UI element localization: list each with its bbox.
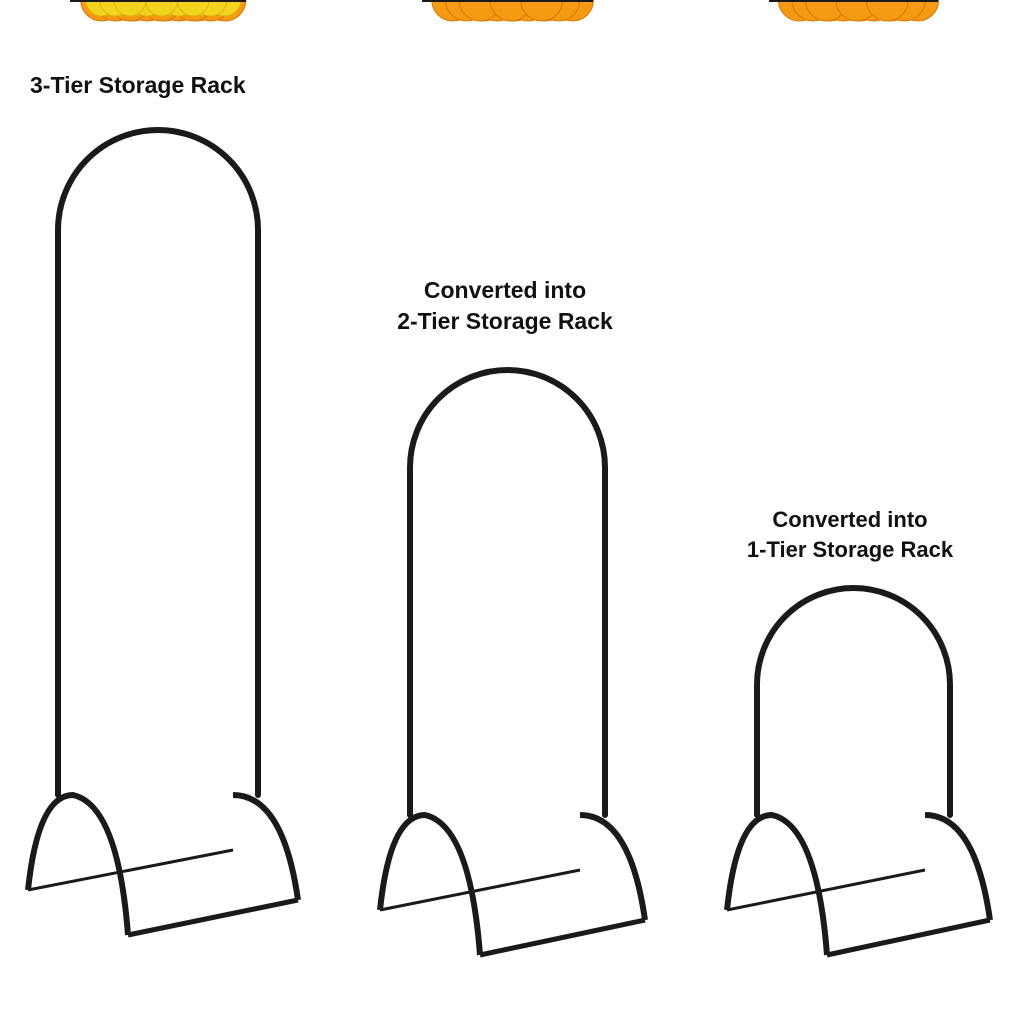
rack-frame — [407, 367, 608, 818]
rack-leg-right — [924, 812, 993, 921]
caption-three-tier: 3-Tier Storage Rack — [30, 70, 246, 101]
wire-basket — [422, 0, 594, 22]
wire-basket — [769, 0, 940, 22]
rack-base-bar — [27, 848, 234, 892]
rack-two-tier — [377, 0, 648, 958]
lemon — [113, 0, 147, 17]
rack-base-bar — [826, 917, 991, 958]
orange — [865, 0, 909, 22]
rack-base-bar — [127, 897, 299, 938]
rack-leg-right — [232, 792, 301, 901]
rack-leg-right — [579, 812, 648, 921]
caption-one-tier-line2: 1-Tier Storage Rack — [746, 537, 954, 562]
rack-base-bar — [479, 917, 646, 958]
wire-basket — [70, 0, 246, 17]
caption-one-tier: Converted into 1-Tier Storage Rack — [700, 505, 1000, 565]
oranges-pile — [431, 0, 594, 22]
caption-one-tier-line1: Converted into — [772, 507, 928, 532]
rack-leg-left — [724, 811, 830, 956]
rack-base-bar — [379, 868, 581, 912]
caption-three-tier-text: 3-Tier Storage Rack — [30, 72, 246, 98]
rack-frame — [55, 127, 261, 798]
rack-base-bar — [726, 868, 926, 912]
lemons-pile — [85, 0, 242, 17]
oranges-pile — [777, 0, 940, 22]
caption-two-tier-line2: 2-Tier Storage Rack — [397, 308, 613, 334]
caption-two-tier: Converted into 2-Tier Storage Rack — [330, 275, 680, 337]
rack-leg-left — [377, 811, 483, 956]
rack-one-tier — [724, 0, 993, 958]
caption-two-tier-line1: Converted into — [423, 277, 587, 303]
orange — [520, 0, 564, 22]
lemon — [145, 0, 179, 17]
rack-frame — [754, 585, 953, 818]
lemon — [176, 0, 210, 17]
rack-leg-left — [25, 791, 131, 936]
rack-three-tier — [25, 0, 301, 938]
